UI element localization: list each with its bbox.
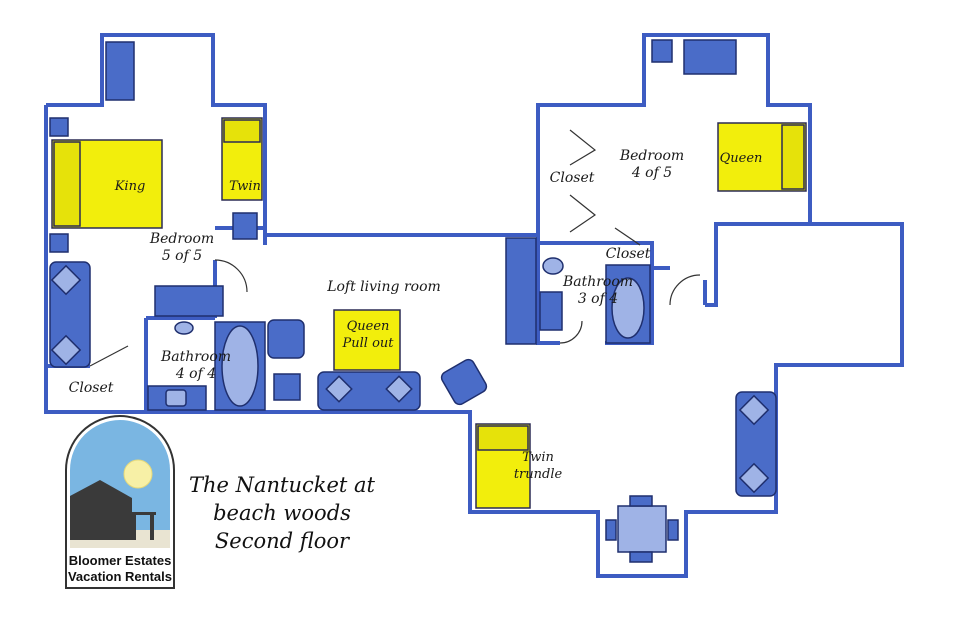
loft-chair bbox=[440, 358, 488, 406]
label-loft: Loft living room bbox=[326, 279, 441, 295]
bedroom-5-furniture bbox=[49, 41, 263, 368]
label-king: King bbox=[114, 179, 146, 194]
queen-pullout bbox=[333, 309, 401, 371]
dresser-top-left bbox=[105, 41, 135, 101]
logo-line-2: Vacation Rentals bbox=[68, 569, 172, 584]
loft-tv-unit bbox=[505, 237, 537, 345]
desk-bedroom4 bbox=[683, 39, 737, 75]
house-icon bbox=[70, 480, 132, 540]
loft-furniture bbox=[154, 237, 537, 411]
bathroom-3-fixtures bbox=[539, 257, 651, 344]
chair-bedroom4 bbox=[651, 39, 673, 63]
right-sofa bbox=[735, 391, 777, 497]
bedroom-4-furniture bbox=[651, 39, 807, 192]
side-table bbox=[232, 212, 258, 240]
loft-armchair bbox=[267, 319, 305, 359]
label-queen: Queen bbox=[720, 151, 763, 166]
doors bbox=[89, 129, 701, 367]
vanity-bath3 bbox=[539, 291, 563, 331]
nightstand-top bbox=[49, 117, 69, 137]
sun-icon bbox=[123, 459, 153, 489]
nightstand-bottom bbox=[49, 233, 69, 253]
loft-cabinet bbox=[154, 285, 224, 317]
company-logo: Bloomer Estates Vacation Rentals bbox=[65, 415, 175, 589]
dining-table bbox=[617, 505, 667, 553]
loft-end-table bbox=[273, 373, 301, 401]
bathroom-4-fixtures bbox=[147, 321, 266, 411]
main-room-furniture bbox=[475, 391, 777, 563]
logo-line-1: Bloomer Estates bbox=[69, 553, 172, 568]
label-closet-mid: Closet bbox=[550, 170, 595, 186]
label-closet-right: Closet bbox=[606, 246, 651, 262]
walls bbox=[44, 33, 904, 578]
toilet-bath4 bbox=[174, 321, 194, 335]
label-twin: Twin bbox=[229, 179, 261, 194]
label-closet-left: Closet bbox=[69, 380, 114, 396]
toilet-bath3 bbox=[542, 257, 564, 275]
